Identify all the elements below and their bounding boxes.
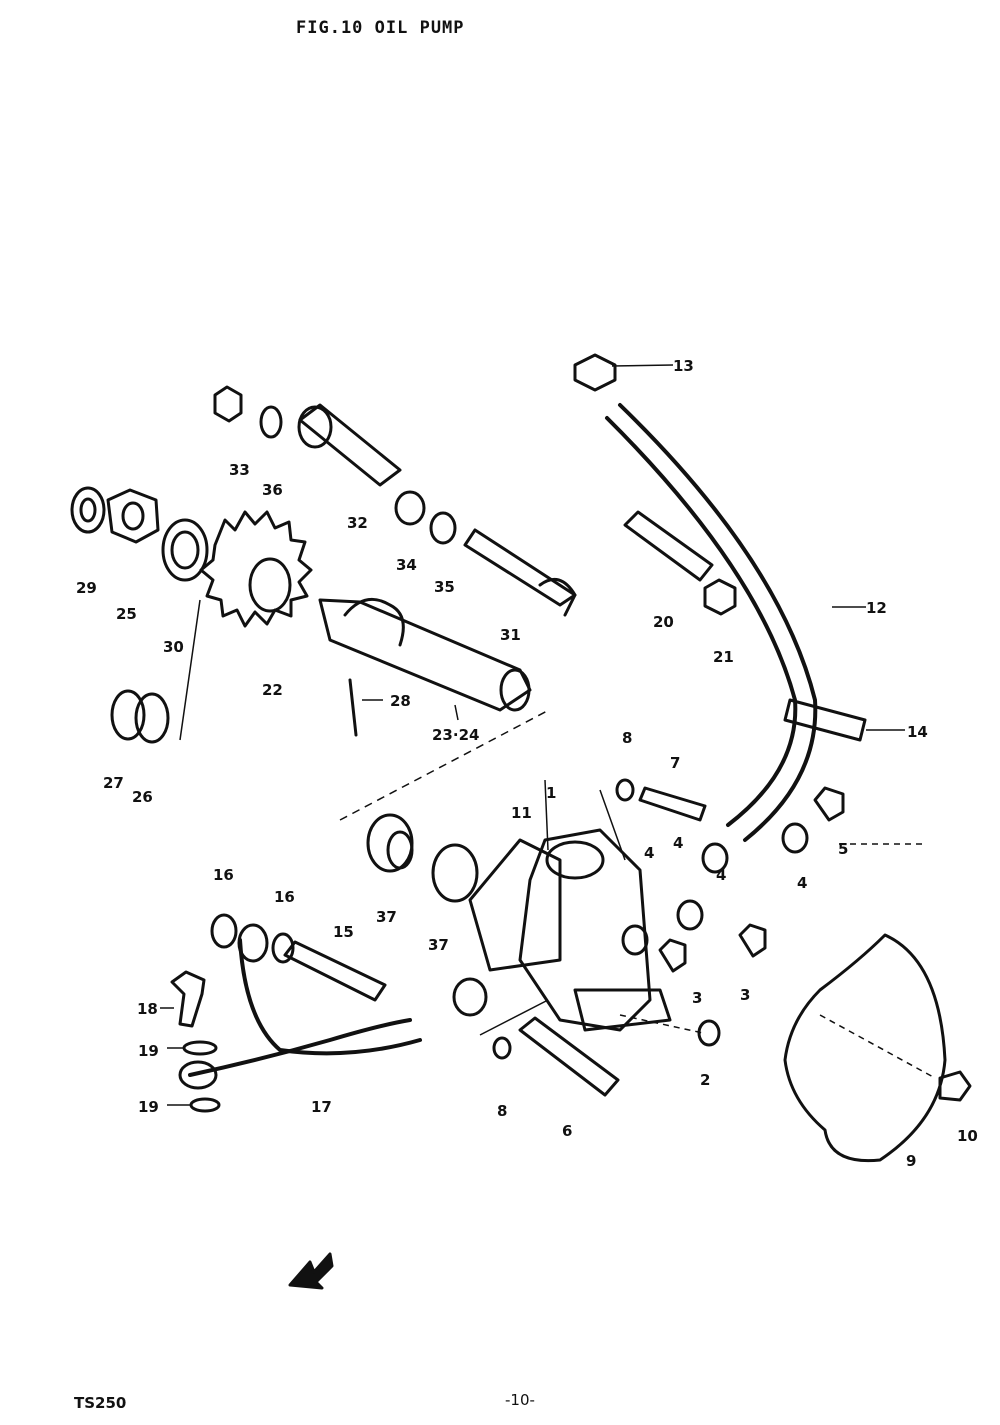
bushing-37b (431, 843, 479, 903)
callout-10: 10 (957, 1127, 978, 1145)
callout-25: 25 (116, 605, 137, 623)
callout-33: 33 (229, 461, 250, 479)
bolt-15 (283, 940, 387, 1002)
callout-18: 18 (137, 1000, 158, 1018)
callout-6: 6 (562, 1122, 572, 1140)
stud-20 (623, 510, 714, 582)
lock-washer-30 (161, 518, 209, 582)
washer-4c (676, 899, 704, 931)
callout-29: 29 (76, 579, 97, 597)
washer-4a (781, 822, 809, 854)
callout-4a: 4 (644, 844, 654, 862)
washer-26 (134, 692, 170, 744)
callout-21: 21 (713, 648, 734, 666)
callout-22: 22 (262, 681, 283, 699)
screw-10 (938, 1070, 972, 1102)
callout-32: 32 (347, 514, 368, 532)
pump-body-1 (518, 828, 652, 1032)
bolt-18 (170, 970, 206, 1028)
washer-19b (189, 1097, 221, 1113)
callout-36: 36 (262, 481, 283, 499)
washer-16a (210, 913, 238, 949)
callout-2: 2 (700, 1071, 710, 1089)
footer-page-number: -10- (505, 1391, 535, 1409)
washer-4d (621, 924, 649, 956)
callout-28: 28 (390, 692, 411, 710)
callout-9: 9 (906, 1152, 916, 1170)
banjo-upper (237, 923, 269, 963)
clip-27 (110, 689, 146, 741)
callout-19b: 19 (138, 1098, 159, 1116)
shaft-31 (463, 528, 577, 607)
callout-1: 1 (546, 784, 556, 802)
callout-4b: 4 (673, 834, 683, 852)
callout-13: 13 (673, 357, 694, 375)
pin-28 (348, 678, 358, 737)
clamp-13 (573, 353, 617, 392)
callout-14: 14 (907, 723, 928, 741)
callout-4d: 4 (797, 874, 807, 892)
plug-2 (697, 1019, 721, 1047)
callout-37a: 37 (376, 908, 397, 926)
washer-35 (429, 511, 457, 545)
callout-15: 15 (333, 923, 354, 941)
nut-25 (106, 488, 160, 544)
callout-20: 20 (653, 613, 674, 631)
figure-title: FIG.10 OIL PUMP (296, 18, 465, 38)
callout-17: 17 (311, 1098, 332, 1116)
washer-16b (271, 932, 295, 964)
callout-3b: 3 (740, 986, 750, 1004)
callout-19a: 19 (138, 1042, 159, 1060)
washer-29 (70, 486, 106, 534)
pipe-17 (188, 1018, 412, 1077)
washer-4b (701, 842, 729, 874)
bolt-5 (813, 786, 845, 822)
hose-12 (618, 403, 818, 842)
callout-4c: 4 (716, 866, 726, 884)
clamp-14 (783, 698, 867, 742)
callout-16b: 16 (274, 888, 295, 906)
washer-36 (259, 405, 283, 439)
shaft-32 (298, 403, 402, 487)
callout-8a: 8 (622, 729, 632, 747)
bolt-3b (738, 923, 767, 958)
bolt-6 (518, 1016, 620, 1097)
callout-30: 30 (163, 638, 184, 656)
callout-5: 5 (838, 840, 848, 858)
footer-model: TS250 (74, 1394, 127, 1412)
callout-23-24: 23·24 (432, 726, 479, 744)
callout-16a: 16 (213, 866, 234, 884)
callout-12: 12 (866, 599, 887, 617)
callout-34: 34 (396, 556, 417, 574)
gasket-11 (468, 838, 562, 972)
callout-37b: 37 (428, 936, 449, 954)
washer-34 (394, 490, 426, 526)
callout-26: 26 (132, 788, 153, 806)
nut-21 (703, 578, 737, 616)
bolt-33 (213, 385, 243, 423)
gear-22 (199, 510, 313, 628)
front-arrow (288, 1252, 334, 1290)
washer-8a (615, 778, 635, 802)
callout-7: 7 (670, 754, 680, 772)
cover-9 (783, 933, 947, 1163)
bolt-7 (638, 786, 707, 822)
bolt-3a (658, 938, 687, 973)
washer-8b (492, 1036, 512, 1060)
washer-19a (182, 1040, 218, 1056)
fitting (452, 977, 488, 1017)
callout-8b: 8 (497, 1102, 507, 1120)
callout-3a: 3 (692, 989, 702, 1007)
callout-35: 35 (434, 578, 455, 596)
callout-31: 31 (500, 626, 521, 644)
callout-11: 11 (511, 804, 532, 822)
callout-27: 27 (103, 774, 124, 792)
